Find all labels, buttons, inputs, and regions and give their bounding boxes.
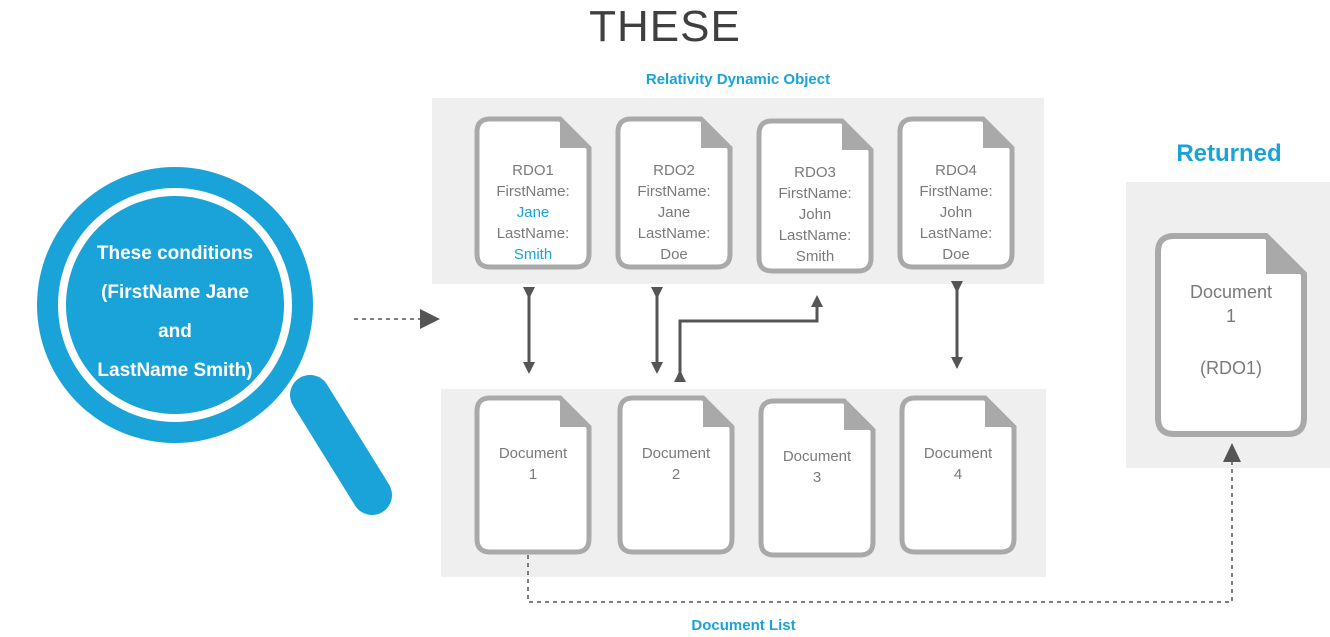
magnifier-line: (FirstName Jane [101, 282, 249, 303]
rdo-firstname-value: Jane [516, 204, 550, 221]
magnifier-conditions: These conditions (FirstName Jane and Las… [60, 234, 290, 390]
rdo-lastname-label: LastName: [496, 225, 570, 242]
document-number: 4 [953, 466, 963, 483]
rdo-id: RDO2 [653, 162, 695, 179]
rdo-lastname-value: Doe [660, 246, 688, 263]
document-icon [899, 395, 1017, 555]
search-arrow-head [420, 309, 440, 329]
rdo-panel-label: Relativity Dynamic Object [645, 71, 831, 88]
rdo-firstname-value: Jane [657, 204, 691, 221]
rdo-lastname-value: Doe [942, 246, 970, 263]
document-icon [756, 118, 874, 274]
rdo-card: RDO1 FirstName: Jane LastName: Smith [474, 116, 592, 270]
document-name: Document [782, 448, 852, 465]
document-icon [474, 116, 592, 270]
diagram-title: THESE [589, 2, 741, 51]
rdo-firstname-label: FirstName: [496, 183, 570, 200]
magnifier-icon [37, 167, 392, 515]
rdo-lastname-label: LastName: [778, 227, 852, 244]
rdo-firstname-value: John [798, 206, 832, 223]
document-card: Document 3 [758, 398, 876, 558]
returned-document-card: Document 1 (RDO1) [1154, 232, 1308, 438]
document-card: Document 4 [899, 395, 1017, 555]
returned-dotted-connector [527, 458, 1233, 603]
document-icon [897, 116, 1015, 270]
magnifier-line: LastName Smith) [97, 360, 253, 381]
rdo-firstname-value: John [939, 204, 973, 221]
rdo-lastname-value: Smith [795, 248, 835, 265]
document-number: 3 [812, 469, 822, 486]
document-list-label: Document List [691, 617, 796, 634]
rdo-firstname-label: FirstName: [637, 183, 711, 200]
rdo-lastname-value: Smith [513, 246, 553, 263]
rdo-card: RDO2 FirstName: Jane LastName: Doe [615, 116, 733, 270]
document-icon [615, 116, 733, 270]
rdo-id: RDO3 [794, 164, 836, 181]
document-number: 1 [528, 466, 538, 483]
document-name: Document [1189, 282, 1273, 302]
link-rdo3-doc2 [674, 295, 823, 382]
document-number: 2 [671, 466, 681, 483]
document-name: Document [498, 445, 568, 462]
magnifier-line: and [158, 321, 192, 342]
document-icon [1155, 233, 1307, 437]
rdo-firstname-label: FirstName: [919, 183, 993, 200]
document-icon [474, 395, 592, 555]
rdo-lastname-label: LastName: [919, 225, 993, 242]
document-icon [758, 398, 876, 558]
magnifier-lens [66, 196, 284, 414]
document-name: Document [923, 445, 993, 462]
rdo-id: RDO1 [512, 162, 554, 179]
magnifier-handle [290, 375, 392, 515]
rdo-card: RDO3 FirstName: John LastName: Smith [756, 118, 874, 274]
document-number: 1 [1225, 306, 1236, 326]
document-rdo-reference: (RDO1) [1200, 358, 1262, 378]
magnifier-line: These conditions [96, 243, 254, 264]
rdo-firstname-label: FirstName: [778, 185, 852, 202]
document-card: Document 2 [617, 395, 735, 555]
document-icon [617, 395, 735, 555]
rdo-id: RDO4 [935, 162, 977, 179]
document-card: Document 1 [474, 395, 592, 555]
document-name: Document [641, 445, 711, 462]
rdo-card: RDO4 FirstName: John LastName: Doe [897, 116, 1015, 270]
rdo-lastname-label: LastName: [637, 225, 711, 242]
returned-label: Returned [1176, 140, 1282, 167]
returned-arrow-head [1223, 443, 1241, 462]
